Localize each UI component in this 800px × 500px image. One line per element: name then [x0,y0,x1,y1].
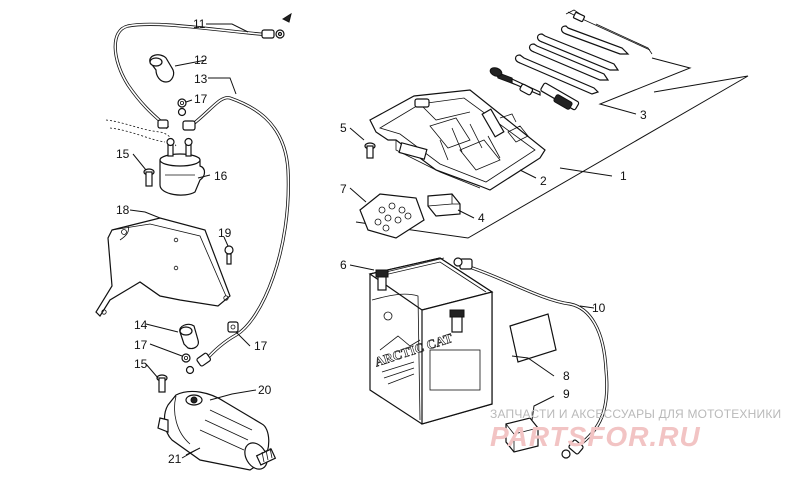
callout-15-lower: 15 [134,357,148,371]
leader-2 [519,169,537,179]
pad-4 [427,193,461,217]
terminal-boot-14 [179,323,199,350]
battery-cable-13 [182,96,290,367]
bolt-15-lower [156,374,168,393]
callout-5: 5 [340,121,347,135]
leader-lines [129,23,595,459]
fastener-kit-7 [359,193,425,239]
callout-10: 10 [592,301,606,315]
block-9 [505,417,539,453]
starter-motor-20 [157,390,277,471]
callout-13: 13 [194,72,208,86]
callout-4: 4 [478,211,485,225]
callout-14: 14 [134,318,148,332]
callout-19: 19 [218,226,232,240]
mounting-bracket-18 [95,217,231,317]
watermark-tagline: ЗАПЧАСТИ И АКСЕССУАРЫ ДЛЯ МОТОТЕХНИКИ [490,407,781,421]
callout-18: 18 [116,203,130,217]
screw-19 [224,245,234,265]
callout-17-low: 17 [134,338,148,352]
callout-7: 7 [340,182,347,196]
starter-solenoid-16 [159,137,206,196]
callout-11: 11 [193,17,206,31]
callout-16: 16 [214,169,228,183]
battery-tray-2 [369,89,546,191]
callout-12: 12 [194,53,208,67]
callout-20: 20 [258,383,272,397]
nut-17-mid [227,321,239,333]
callout-3: 3 [640,108,647,122]
callout-8: 8 [563,369,570,383]
nut-17-top [177,98,187,117]
leader-3 [598,57,692,115]
callout-21: 21 [168,452,182,466]
battery-cable-11 [113,12,292,130]
callout-2: 2 [540,174,547,188]
callout-9: 9 [563,387,570,401]
callout-1: 1 [620,169,627,183]
callout-6: 6 [340,258,347,272]
callout-17-mid: 17 [254,339,268,353]
callout-17-top: 17 [194,92,208,106]
callout-15-upper: 15 [116,147,130,161]
terminal-boot-12 [149,54,175,83]
watermark-logo: PARTSFOR.RU [490,421,701,452]
battery-6: ARCTIC CAT [368,257,494,425]
screw-5 [364,142,376,159]
battery-cable-10 [453,257,609,459]
wire-harness [105,119,177,147]
leader-1 [355,75,749,239]
bolt-15-upper [143,168,155,187]
pad-8 [509,313,557,363]
nut-17-low [181,353,195,375]
tool-kit-3 [489,9,653,111]
